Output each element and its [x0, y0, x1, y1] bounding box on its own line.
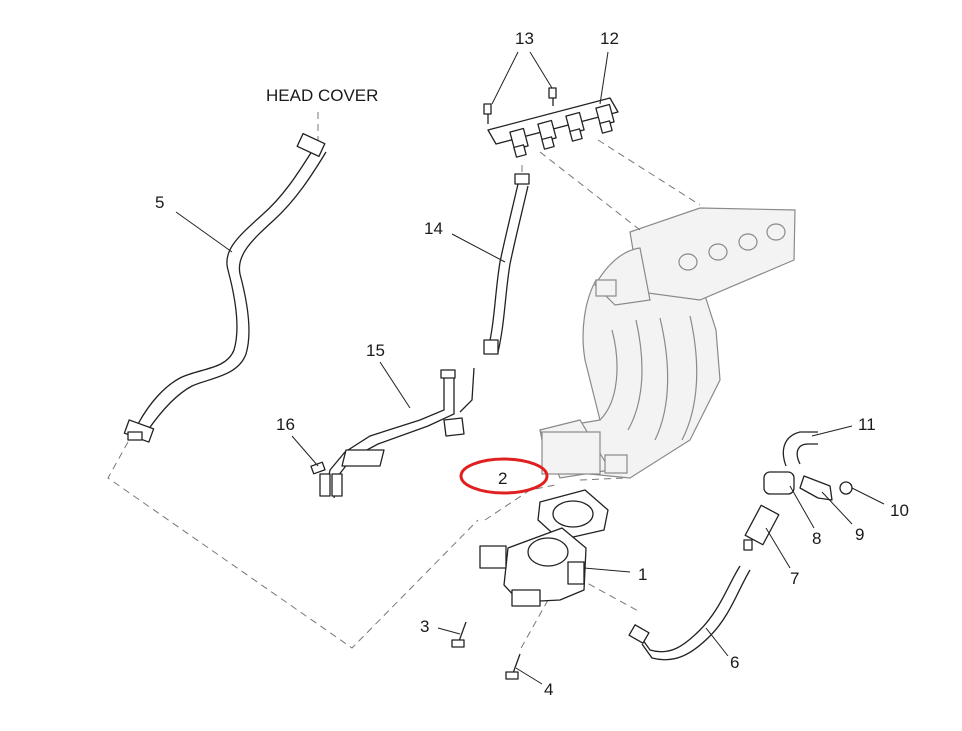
part-14-hose [483, 173, 530, 355]
label-10: 10 [890, 501, 909, 520]
label-8: 8 [812, 529, 821, 548]
part-3-bolt [451, 621, 467, 648]
part-8-fitting [763, 471, 795, 495]
part-10-screw [839, 481, 853, 495]
head-cover-label: HEAD COVER [266, 86, 378, 105]
label-12: 12 [600, 29, 619, 48]
part-16-bolt [310, 461, 326, 475]
label-1: 1 [638, 565, 647, 584]
label-9: 9 [855, 525, 864, 544]
label-6: 6 [730, 653, 739, 672]
part-12-fuel-rail [487, 97, 619, 158]
label-5: 5 [155, 193, 164, 212]
highlight-circle [459, 457, 549, 495]
part-15-pipe [319, 367, 475, 499]
label-4: 4 [544, 680, 553, 699]
part-4-bolt [505, 653, 521, 680]
part-13-bolts [483, 87, 557, 124]
part-9-bracket [799, 475, 833, 501]
label-16: 16 [276, 415, 295, 434]
part-1-throttle-body [479, 527, 587, 607]
label-7: 7 [790, 569, 799, 588]
label-14: 14 [424, 219, 443, 238]
label-15: 15 [366, 341, 385, 360]
intake-manifold [539, 207, 796, 479]
part-2-gasket [537, 489, 609, 541]
part-11-elbow [782, 431, 818, 467]
leader-lines [175, 51, 885, 685]
callout-labels: HEAD COVER 13 12 5 14 15 16 2 1 3 4 6 7 … [155, 29, 909, 699]
part-7-filter [743, 504, 780, 551]
label-3: 3 [420, 617, 429, 636]
label-2: 2 [498, 469, 507, 488]
part-5-hose [123, 132, 327, 443]
label-13: 13 [515, 29, 534, 48]
part-6-hose [628, 565, 751, 661]
label-11: 11 [858, 415, 876, 434]
